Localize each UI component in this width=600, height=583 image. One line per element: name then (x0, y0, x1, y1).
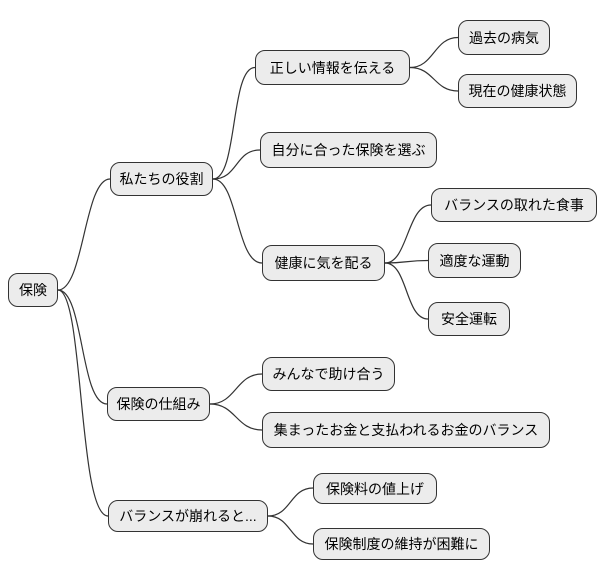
edge-correct-info-to-past (409, 36, 459, 69)
mindmap-node-mutual-help: みんなで助け合う (262, 357, 395, 391)
edge-health-care-to-exercise (384, 259, 429, 264)
mindmap-node-current-health: 現在の健康状態 (458, 74, 577, 108)
edge-our-role-to-health-care (212, 178, 263, 264)
edge-root-to-balance-collapse (57, 289, 109, 517)
edge-our-role-to-correct-info (212, 66, 256, 180)
mindmap-node-health-care: 健康に気を配る (262, 245, 385, 281)
edge-root-to-our-role (57, 178, 111, 291)
mindmap-node-past-illness: 過去の病気 (458, 20, 550, 55)
mindmap-node-system-maintenance: 保険制度の維持が困難に (313, 528, 490, 560)
edge-health-care-to-safe (384, 262, 429, 320)
mindmap-node-root: 保険 (8, 273, 58, 307)
edge-root-to-mechanism (57, 289, 108, 405)
mindmap-node-choose-insurance: 自分に合った保険を選ぶ (260, 132, 437, 168)
edge-health-care-to-diet (384, 204, 432, 264)
mindmap-node-money-balance: 集まったお金と支払われるお金のバランス (262, 412, 550, 448)
mindmap-node-our-role: 私たちの役割 (110, 162, 213, 196)
edge-collapse-to-system (267, 515, 314, 545)
mindmap-node-balanced-diet: バランスの取れた食事 (431, 188, 597, 222)
edge-collapse-to-premium (267, 487, 314, 517)
mindmap-node-correct-info: 正しい情報を伝える (255, 50, 410, 85)
edge-our-role-to-choose (212, 149, 261, 180)
mindmap-node-safe-driving: 安全運転 (428, 302, 510, 336)
edge-correct-info-to-current (409, 66, 459, 92)
edge-mechanism-to-help (209, 373, 263, 405)
mindmap-node-moderate-exercise: 適度な運動 (428, 243, 521, 278)
mindmap-node-premium-increase: 保険料の値上げ (313, 473, 437, 504)
edge-mechanism-to-money (209, 403, 263, 431)
mindmap-node-insurance-mechanism: 保険の仕組み (107, 387, 210, 421)
mindmap-node-balance-collapse: バランスが崩れると... (108, 500, 268, 532)
